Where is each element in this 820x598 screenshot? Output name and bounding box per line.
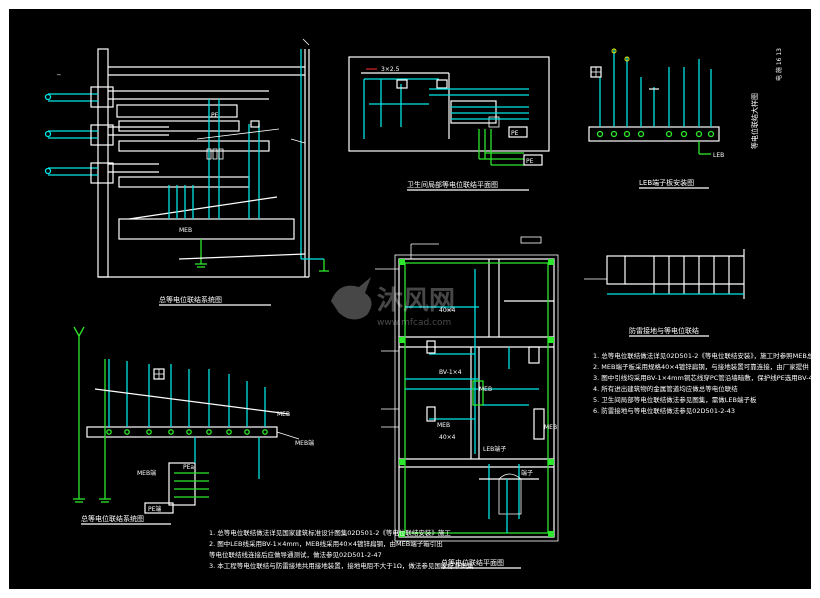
meb-right-label: MEB端 [295, 439, 314, 447]
plan-label-3: MEB [437, 422, 450, 429]
plan-label-7: 端子 [521, 469, 533, 477]
dim-1: 3×2.5 [381, 66, 400, 73]
sheet-number: 电 施 16 13 [775, 48, 783, 81]
note-right-1: 1. 总等电位联结做法详见02D501-2《等电位联结安装》，施工时参照MEB总… [593, 351, 811, 360]
vertical-title: 等电位联结大样图 [750, 93, 759, 149]
watermark-brand: 沐风网 [377, 286, 455, 316]
leb-label: LEB [713, 152, 724, 159]
panel-bottom-middle-plan: 40×4 BV-1×4 MEB 40×4 LEB端子 MEB 端子 MEB 总等… [375, 236, 559, 569]
panel-top-left-meb-system: MEB ─ PE 总等电位联结系统图 [44, 38, 329, 306]
title-top-middle: 卫生间局部等电位联结平面图 [407, 180, 498, 189]
notes-bottom: 1. 总等电位联结做法详见国家建筑标准设计图集02D501-2《等电位联结安装》… [209, 528, 474, 570]
label-pe-1: PE [211, 112, 219, 119]
panel-top-middle-bathroom: 3×2.5 PE PE 卫生间局部等电位联结平面图 [348, 56, 550, 191]
note-right-6: 6. 防雷接地与等电位联结做法参见02D501-2-43 [593, 406, 735, 415]
pe-label-lower: PE [526, 158, 534, 165]
cad-canvas: MEB ─ PE 总等电位联结系统图 3×2.5 [9, 9, 820, 589]
watermark-url: www.mfcad.com [377, 318, 451, 328]
plan-label-5: LEB端子 [483, 445, 506, 453]
notes-right: 1. 总等电位联结做法详见02D501-2《等电位联结安装》，施工时参照MEB总… [593, 351, 820, 415]
pe-end-label: PE端 [148, 505, 161, 513]
note-right-2: 2. MEB端子板采用规格40×4镀锌扁钢，与接地装置可靠连接，由厂家提供 [593, 362, 809, 371]
meb-label: MEB [179, 227, 192, 234]
plan-label-8: MEB [544, 424, 557, 431]
label-cable-1: ─ [56, 72, 61, 79]
note-right-5: 5. 卫生间局部等电位联结做法参见图集，需做LEB端子板 [593, 395, 757, 404]
panel-middle-right-grounding: 防雷接地与等电位联结 [584, 249, 745, 337]
plan-label-6: MEB [479, 386, 492, 393]
note-bottom-3: 等电位联结线连接后应做导通测试，做法参见02D501-2-47 [209, 550, 382, 559]
meb-a-label: MEB端 [137, 469, 156, 477]
title-top-right: LEB端子板安装图 [639, 178, 694, 187]
title-bottom-left: 总等电位联结系统图 [81, 514, 144, 523]
note-bottom-1: 1. 总等电位联结做法详见国家建筑标准设计图集02D501-2《等电位联结安装》… [209, 528, 451, 537]
note-bottom-2: 2. 图中LEB线采用BV-1×4mm，MEB线采用40×4镀锌扁钢，由MEB端… [209, 539, 443, 548]
watermark: 沐风网 www.mfcad.com [331, 277, 455, 328]
title-top-left: 总等电位联结系统图 [159, 295, 222, 304]
note-right-3: 3. 图中引线均采用BV-1×4mm铜芯线穿PC管沿墙暗敷，保护线PE选用BV-… [593, 373, 811, 382]
plan-label-4: 40×4 [439, 434, 456, 441]
plan-label-1: 40×4 [439, 307, 456, 314]
meb-line-label: MEB [277, 411, 290, 418]
cad-drawing: MEB ─ PE 总等电位联结系统图 3×2.5 [44, 38, 820, 570]
title-bottom-middle: 总等电位联结平面图 [441, 558, 504, 567]
note-bottom-4: 3. 本工程等电位联结与防雷接地共用接地装置，接地电阻不大于1Ω，做法参见国家标… [209, 561, 474, 570]
panel-top-right-leb: LEB LEB端子板安装图 等电位联结大样图 电 施 16 13 [588, 48, 783, 189]
watermark-logo-icon [331, 277, 372, 320]
title-middle-right: 防雷接地与等电位联结 [629, 326, 699, 335]
pea-label: PEa [183, 464, 194, 471]
pe-label-upper: PE [511, 130, 519, 137]
panel-bottom-left-meb: PEa PE端 MEB端 MEB MEB端 总等电位联结系统图 [73, 326, 314, 525]
plan-label-2: BV-1×4 [439, 369, 462, 376]
note-right-4: 4. 所有进出建筑物的金属管道均应做总等电位联结 [593, 384, 738, 393]
